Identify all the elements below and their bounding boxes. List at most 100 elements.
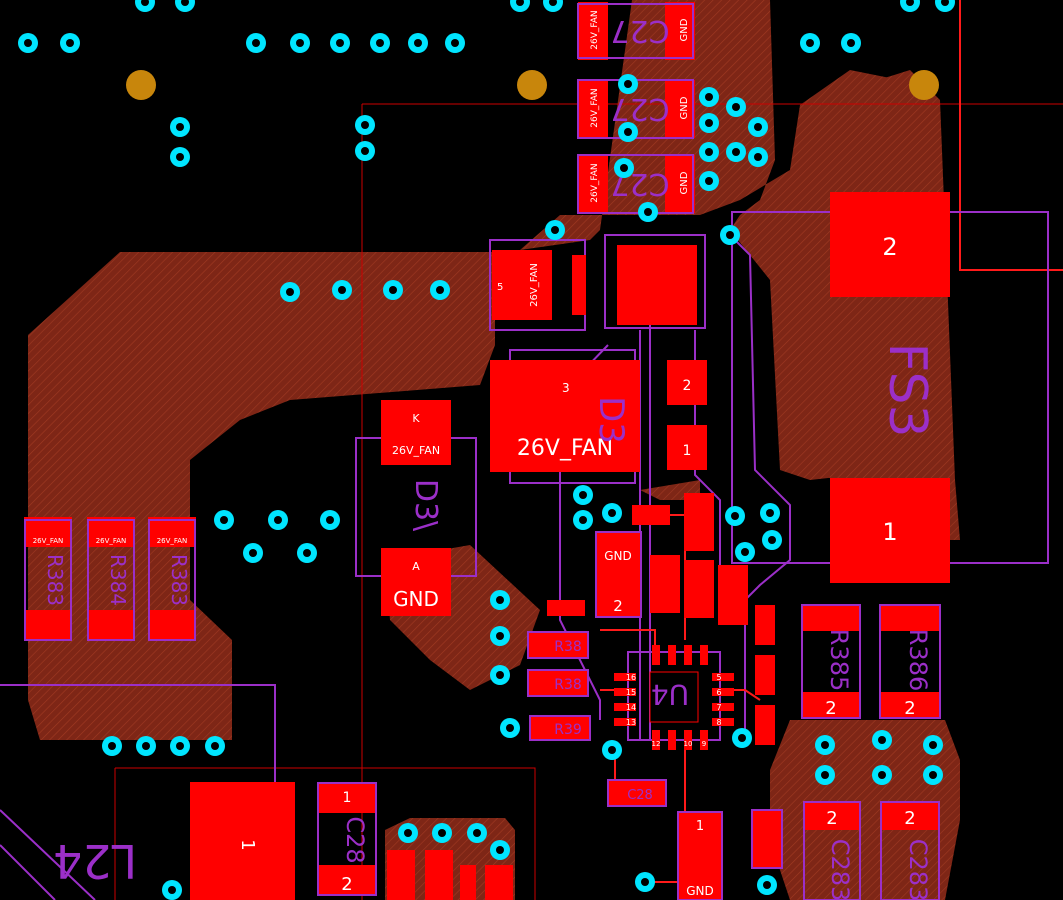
fs3-pad-2[interactable] xyxy=(830,192,950,297)
r383-pad-bot[interactable] xyxy=(24,610,72,640)
r-g-pad[interactable] xyxy=(755,605,775,645)
u4-label: U4 xyxy=(651,678,689,711)
bottom-r2-pad[interactable] xyxy=(425,850,453,900)
via-hole-38 xyxy=(220,516,228,524)
via-hole-46 xyxy=(731,512,739,520)
via-hole-62 xyxy=(929,741,937,749)
c27-bot-pad-b[interactable] xyxy=(665,155,695,213)
c-small-right-pad[interactable] xyxy=(752,810,782,868)
r385r-body xyxy=(801,604,861,719)
via-hole-44 xyxy=(579,516,587,524)
fs3-pad-1[interactable] xyxy=(830,478,950,583)
r383-pad-top[interactable] xyxy=(24,517,72,547)
r386-pad-top[interactable] xyxy=(880,605,940,631)
r386-pin-2: 2 xyxy=(904,698,915,719)
via-hole-70 xyxy=(168,886,176,894)
via-hole-10 xyxy=(141,0,149,6)
d3-group[interactable]: 2 1 26V_FAN D3 3 xyxy=(490,360,707,472)
via-hole-4 xyxy=(336,39,344,47)
via-hole-72 xyxy=(763,881,771,889)
c28-pad-bot[interactable] xyxy=(318,865,376,895)
bottom-r1-pad[interactable] xyxy=(387,850,415,900)
c27-bot-net: 26V_FAN xyxy=(590,163,600,202)
d31-group[interactable]: K 26V_FAN A GND D3\ xyxy=(381,400,451,616)
d3-pad-2[interactable] xyxy=(667,360,707,405)
c28-pad-top[interactable] xyxy=(318,783,376,813)
c283a-label: C283 xyxy=(826,839,854,900)
u4-pad-center[interactable] xyxy=(649,671,699,723)
r-i-pad[interactable] xyxy=(755,705,775,745)
l24-pad-1[interactable] xyxy=(190,782,295,900)
r-c-pad[interactable] xyxy=(684,560,714,618)
r385-pad-top[interactable] xyxy=(148,517,196,547)
c28-small-pad[interactable] xyxy=(608,780,666,806)
via-hole-69 xyxy=(496,846,504,854)
r385-pad-bot[interactable] xyxy=(148,610,196,640)
u4-group[interactable]: U4 16 15 14 13 5 6 7 8 12 10 9 xyxy=(614,645,734,750)
c-small-right-body xyxy=(751,809,783,869)
mounting-hole-2[interactable] xyxy=(909,70,939,100)
resistor-pair-right[interactable]: R385 2 R386 2 xyxy=(801,604,941,719)
r384-pad-top[interactable] xyxy=(87,517,135,547)
r-b-pad[interactable] xyxy=(684,493,714,551)
d3-label: D3 xyxy=(591,396,631,444)
r39-pad[interactable] xyxy=(530,716,590,740)
c27-group[interactable]: C27 26V_FAN GND C27 26V_FAN GND C27 26V_… xyxy=(577,2,695,214)
d31-net: 26V_FAN xyxy=(392,444,440,457)
r-h-pad[interactable] xyxy=(755,655,775,695)
c283-group[interactable]: 2 C283 2 C283 xyxy=(803,801,940,900)
r385r-pad-bot[interactable] xyxy=(802,692,860,718)
bottom-r3-pad[interactable] xyxy=(460,865,476,900)
u-pad[interactable] xyxy=(617,245,697,325)
bottom-r4-pad[interactable] xyxy=(485,865,513,900)
q-pad-b[interactable] xyxy=(572,255,586,315)
l24-label: L24 xyxy=(53,834,137,888)
r-f-pad[interactable] xyxy=(547,600,585,616)
mounting-hole-1[interactable] xyxy=(517,70,547,100)
r384-pad-bot[interactable] xyxy=(87,610,135,640)
via-hole-58 xyxy=(176,742,184,750)
fs3-group[interactable]: 2 1 FS3 xyxy=(830,192,950,583)
c27-small-pad[interactable] xyxy=(596,532,641,617)
c27-bot-pad-a[interactable] xyxy=(578,155,608,213)
small-passives[interactable]: R39 R38 R38 GND 2 C28 1 GND xyxy=(387,493,783,900)
c283b-label: C283 xyxy=(904,839,932,900)
c28-pin-2: 2 xyxy=(341,874,352,895)
d3-pad-1[interactable] xyxy=(667,425,707,470)
resistor-column-left[interactable]: R383 26V_FAN R384 26V_FAN R383 26V_FAN xyxy=(24,517,196,641)
r385r-pad-top[interactable] xyxy=(802,605,860,631)
c28-group[interactable]: 1 2 C28 xyxy=(317,782,377,896)
r386-pad-bot[interactable] xyxy=(880,692,940,718)
r-d-pad[interactable] xyxy=(718,565,748,625)
q-group[interactable]: 26V_FAN 5 xyxy=(492,250,586,320)
via-hole-49 xyxy=(768,536,776,544)
r28-body xyxy=(677,811,723,900)
r38b-pad[interactable] xyxy=(528,670,588,696)
u4-pin-15: 15 xyxy=(626,688,636,697)
r-a-pad[interactable] xyxy=(650,555,680,613)
u4-pin-7: 7 xyxy=(716,703,721,712)
c283b-pad[interactable] xyxy=(881,802,939,830)
mounting-hole-0[interactable] xyxy=(126,70,156,100)
c27-mid-pad-b[interactable] xyxy=(665,80,695,138)
q-pad[interactable] xyxy=(492,250,552,320)
r38a-pad[interactable] xyxy=(528,632,588,658)
c27-bot-body xyxy=(577,154,694,214)
via-hole-61 xyxy=(878,736,886,744)
c27-mid-pad-a[interactable] xyxy=(578,80,608,138)
r28-pad[interactable] xyxy=(678,812,722,900)
c27-top-pad-b[interactable] xyxy=(665,2,695,60)
via-layer xyxy=(18,0,955,900)
c283a-pad[interactable] xyxy=(804,802,860,830)
d31-pad-k[interactable] xyxy=(381,400,451,465)
d31-pad-a[interactable] xyxy=(381,548,451,616)
c27-top-pad-a[interactable] xyxy=(578,2,608,60)
d3-pad-body[interactable] xyxy=(490,360,640,472)
u-group[interactable] xyxy=(617,245,697,325)
l24-group[interactable]: 1 L24 xyxy=(53,782,295,900)
via-hole-33 xyxy=(726,231,734,239)
r-e-pad[interactable] xyxy=(632,505,670,525)
r39-body xyxy=(529,715,591,741)
